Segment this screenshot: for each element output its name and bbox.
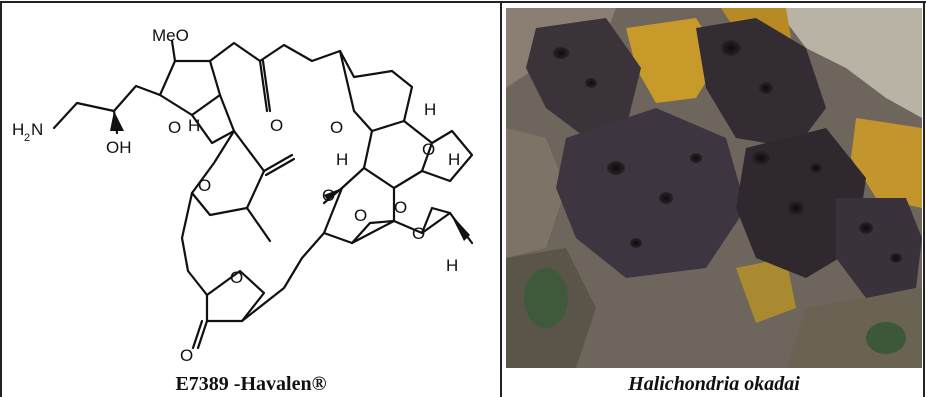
atom-h-furan: H: [188, 116, 200, 135]
wedge-bonds: [110, 111, 470, 241]
atom-amine-n: N: [31, 120, 43, 139]
lichen-patch: [776, 8, 922, 118]
left-border: [0, 1, 2, 397]
atom-h-top-right: H: [424, 100, 436, 119]
structure-caption: E7389 -Havalen®: [175, 373, 327, 395]
yellow-sponge-patch: [626, 18, 721, 103]
atom-o-ring-a: O: [322, 186, 335, 205]
atom-o-ring-c: O: [412, 224, 425, 243]
sponge-oscula: [553, 40, 902, 263]
atom-o-pyran-top2: O: [422, 140, 435, 159]
right-border: [923, 1, 925, 397]
sponge-photo: [506, 8, 922, 368]
algae-patch: [524, 268, 568, 328]
atom-o-pyran-left: O: [198, 176, 211, 195]
sponge-mass: [836, 198, 922, 298]
top-border: [0, 1, 926, 3]
atom-o-ring-b: O: [354, 206, 367, 225]
atom-ketone-o: O: [270, 116, 283, 135]
yellow-sponge-patch: [736, 258, 796, 323]
atom-amine-subscript: 2: [24, 132, 30, 144]
algae-patch: [866, 322, 906, 354]
sponge-mass: [556, 108, 746, 278]
atom-o-lactone: O: [180, 346, 193, 365]
photo-caption: Halichondria okadai: [628, 373, 800, 395]
panel-divider: [500, 1, 502, 397]
atom-o-bridge: O: [394, 198, 407, 217]
chemical-structure: MeO H 2 N OH H O O O H O H H O O O O O H…: [12, 26, 474, 365]
atom-o-furan-bottom: O: [230, 268, 243, 287]
bond-lines: [52, 39, 474, 350]
atom-h-bottom-right: H: [446, 256, 458, 275]
atom-h-right: H: [448, 150, 460, 169]
atom-h-pyran: H: [336, 150, 348, 169]
atom-o-pyran-top: O: [330, 118, 343, 137]
atom-hydroxyl: OH: [106, 138, 132, 157]
rock-patch: [506, 128, 566, 258]
atom-o-furan-top: O: [168, 118, 181, 137]
atom-methoxy: MeO: [152, 26, 189, 45]
sponge-mass: [526, 18, 641, 138]
atom-amine-h: H: [12, 120, 24, 139]
yellow-sponge-patch: [851, 118, 922, 208]
